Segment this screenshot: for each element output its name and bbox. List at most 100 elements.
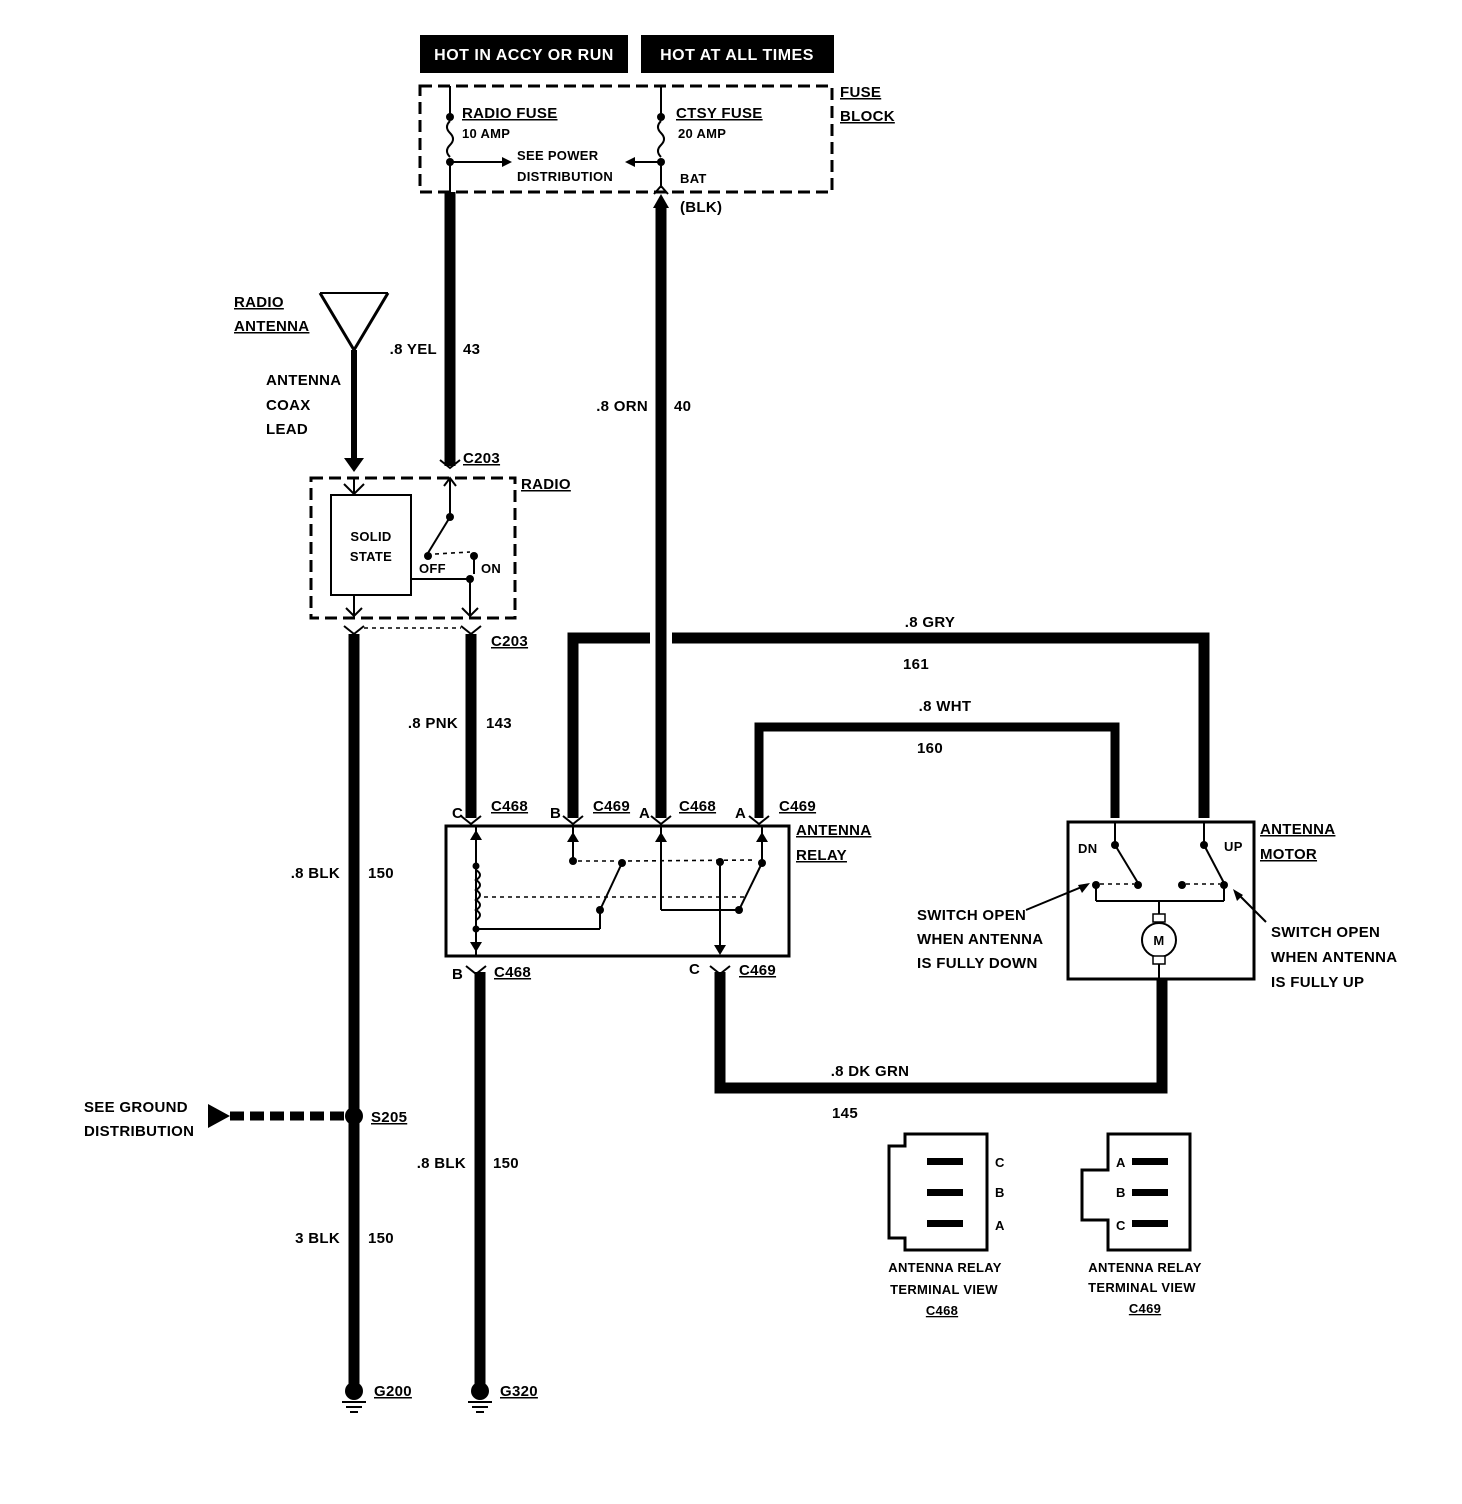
- motor-dn: DN: [1078, 841, 1097, 856]
- c468-term-pin-1: C: [995, 1155, 1005, 1170]
- coax-label-1: ANTENNA: [266, 372, 341, 389]
- wire-gry-color: .8 GRY: [905, 614, 955, 631]
- open-down-1: SWITCH OPEN: [917, 907, 1026, 924]
- radio-off-label: OFF: [419, 561, 446, 576]
- open-up-3: IS FULLY UP: [1271, 974, 1364, 991]
- wire-blk-left-color: .8 BLK: [291, 865, 340, 882]
- pin-a: A: [639, 805, 650, 822]
- c203-top: C203: [463, 450, 500, 467]
- antenna-label-2: ANTENNA: [234, 318, 309, 335]
- c469-term-conn: C469: [1129, 1301, 1161, 1316]
- terminal-view-c469: [1080, 1132, 1192, 1252]
- bat-wire-label: (BLK): [680, 199, 722, 216]
- c468-term-pin-2: B: [995, 1185, 1005, 1200]
- motor-label-2: MOTOR: [1260, 846, 1317, 863]
- antenna-icon: [318, 292, 390, 472]
- motor-up: UP: [1224, 839, 1243, 854]
- radio-label: RADIO: [521, 476, 571, 493]
- ctsy-fuse-name: CTSY FUSE: [676, 105, 763, 122]
- fuse-block-box: [418, 84, 834, 194]
- solid-state-1: SOLID: [350, 529, 391, 544]
- c469-term-line-1: ANTENNA RELAY: [1088, 1260, 1201, 1275]
- relay-label-2: RELAY: [796, 847, 847, 864]
- c469-b: C469: [593, 798, 630, 815]
- antenna-label-1: RADIO: [234, 294, 284, 311]
- coax-label-3: LEAD: [266, 421, 308, 438]
- pin-c2: C: [689, 961, 700, 978]
- motor-m: M: [1153, 933, 1164, 948]
- c203-bottom: C203: [491, 633, 528, 650]
- c469-term-pin-1: A: [1116, 1155, 1126, 1170]
- wire-wht-color: .8 WHT: [919, 698, 972, 715]
- c468-term-conn: C468: [926, 1303, 958, 1318]
- open-down-3: IS FULLY DOWN: [917, 955, 1038, 972]
- wire-blk-right-color: .8 BLK: [417, 1155, 466, 1172]
- motor-label-1: ANTENNA: [1260, 821, 1335, 838]
- wire-blk3-color: 3 BLK: [295, 1230, 340, 1247]
- radio-fuse-name: RADIO FUSE: [462, 105, 558, 122]
- wire-yel-color: .8 YEL: [390, 341, 437, 358]
- relay-label-1: ANTENNA: [796, 822, 871, 839]
- wire-dkgrn-color: .8 DK GRN: [831, 1063, 910, 1080]
- open-down-2: WHEN ANTENNA: [917, 931, 1043, 948]
- c468-term-line-1: ANTENNA RELAY: [888, 1260, 1001, 1275]
- pin-a2: A: [735, 805, 746, 822]
- pin-b: B: [550, 805, 561, 822]
- ground-g200-icon: [342, 1382, 366, 1413]
- wire-dkgrn-145: [714, 972, 1168, 1094]
- wire-orn-circuit: 40: [674, 398, 691, 415]
- solid-state-2: STATE: [350, 549, 392, 564]
- antenna-relay-box: [444, 824, 791, 958]
- open-up-1: SWITCH OPEN: [1271, 924, 1380, 941]
- wire-gry-161: [567, 632, 1210, 818]
- terminal-view-c468: [887, 1132, 989, 1252]
- ground-g320-icon: [468, 1382, 492, 1413]
- splice-s205-dot: [345, 1107, 363, 1125]
- c469-term-pin-3: C: [1116, 1218, 1126, 1233]
- wire-wht-circuit: 160: [917, 740, 943, 757]
- solid-state-box: [330, 494, 412, 596]
- wire-blk-left-circuit: 150: [368, 865, 394, 882]
- c468-a: C468: [679, 798, 716, 815]
- radio-fuse: [446, 86, 512, 192]
- wire-dkgrn-circuit: 145: [832, 1105, 858, 1122]
- splice-s205: S205: [371, 1109, 407, 1126]
- open-up-2: WHEN ANTENNA: [1271, 949, 1397, 966]
- c469-term-pin-2: B: [1116, 1185, 1126, 1200]
- wire-pnk-circuit: 143: [486, 715, 512, 732]
- header-all-times: HOT AT ALL TIMES: [660, 47, 814, 64]
- coax-label-2: COAX: [266, 397, 311, 414]
- pin-c: C: [452, 805, 463, 822]
- fuse-block-label-2: BLOCK: [840, 108, 895, 125]
- header-accy-box: [420, 35, 628, 73]
- ground-dist-arrow: [208, 1104, 230, 1128]
- ground-g200: G200: [374, 1383, 412, 1400]
- c469-term-line-2: TERMINAL VIEW: [1088, 1280, 1196, 1295]
- c469-c: C469: [739, 962, 776, 979]
- antenna-motor-box: [1066, 820, 1256, 981]
- relay-internals: [470, 826, 768, 956]
- power-dist-1: SEE POWER: [517, 148, 599, 163]
- wire-blk-right-circuit: 150: [493, 1155, 519, 1172]
- wire-gry-circuit: 161: [903, 656, 929, 673]
- c468-term-pin-3: A: [995, 1218, 1005, 1233]
- ground-g320: G320: [500, 1383, 538, 1400]
- radio-power-switch: [411, 476, 479, 618]
- ground-see-2: DISTRIBUTION: [84, 1123, 194, 1140]
- header-accy: HOT IN ACCY OR RUN: [434, 47, 614, 64]
- wire-orn-color: .8 ORN: [596, 398, 648, 415]
- motor-internals: [1092, 822, 1228, 979]
- c468-b: C468: [494, 964, 531, 981]
- c468-term-line-2: TERMINAL VIEW: [890, 1282, 998, 1297]
- c469-a: C469: [779, 798, 816, 815]
- radio-fuse-rating: 10 AMP: [462, 126, 510, 141]
- wire-yel-circuit: 43: [463, 341, 480, 358]
- wire-blk3-circuit: 150: [368, 1230, 394, 1247]
- fuse-block-label-1: FUSE: [840, 84, 881, 101]
- c468-c: C468: [491, 798, 528, 815]
- radio-box: [309, 476, 517, 620]
- bat-label: BAT: [680, 171, 707, 186]
- wire-pnk-color: .8 PNK: [408, 715, 458, 732]
- ctsy-fuse: [625, 86, 669, 195]
